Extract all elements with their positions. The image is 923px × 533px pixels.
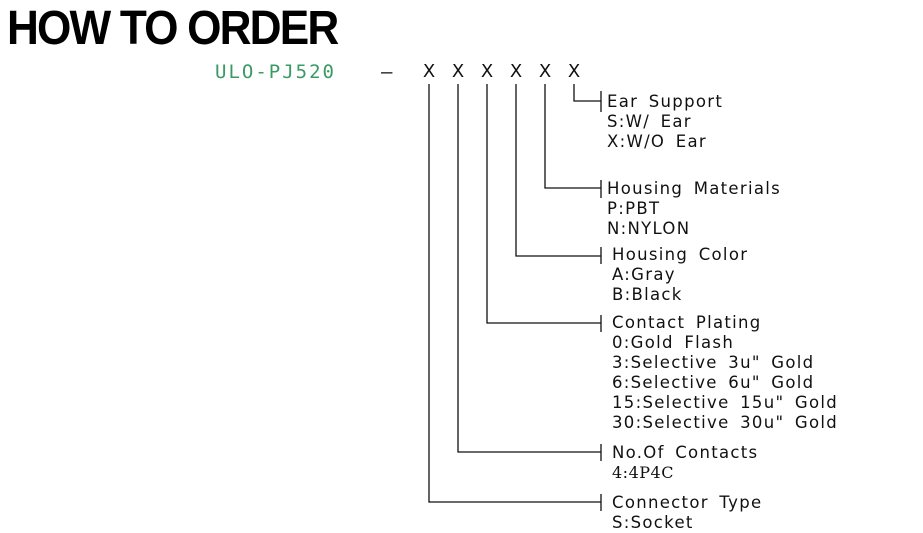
group-heading: Ear Support <box>607 92 724 111</box>
leader-line-connector-type <box>428 84 601 503</box>
option-group-no-of-contacts: No.Of Contacts 4:4P4C <box>612 443 758 483</box>
leader-line-ear-support <box>573 84 602 112</box>
option-item: 0:Gold Flash <box>612 333 735 352</box>
option-group-ear-support: Ear Support S:W/ Ear X:W/O Ear <box>607 92 723 152</box>
part-number-separator: — <box>381 61 393 83</box>
option-item: 15:Selective 15u" Gold <box>612 393 839 412</box>
code-slot-housing-color: X <box>509 61 523 82</box>
option-item: 6:Selective 6u" Gold <box>612 373 815 392</box>
code-slot-housing-materials: X <box>538 61 552 82</box>
option-item: S:W/ Ear <box>607 112 692 131</box>
page-title: HOW TO ORDER <box>7 2 339 55</box>
leader-line-contact-plating <box>486 84 601 324</box>
option-item: 4:4P4C <box>612 463 674 482</box>
option-group-contact-plating: Contact Plating 0:Gold Flash 3:Selective… <box>612 313 838 433</box>
option-item: X:W/O Ear <box>607 132 707 151</box>
leader-line-housing-materials <box>544 84 601 189</box>
option-item: A:Gray <box>612 265 676 284</box>
group-heading: Housing Color <box>612 245 749 264</box>
group-heading: No.Of Contacts <box>612 443 759 462</box>
option-item: 3:Selective 3u" Gold <box>612 353 815 372</box>
option-item: S:Socket <box>612 513 694 532</box>
code-slot-ear-support: X <box>567 61 581 82</box>
option-item: B:Black <box>612 285 683 304</box>
group-heading: Contact Plating <box>612 313 762 332</box>
option-item: N:NYLON <box>607 219 691 238</box>
leader-line-no-of-contacts <box>457 84 601 453</box>
code-slot-connector-type: X <box>422 61 436 82</box>
part-number-prefix: ULO-PJ520 <box>215 61 336 83</box>
code-slot-contact-plating: X <box>480 61 494 82</box>
group-heading: Connector Type <box>612 493 763 512</box>
option-group-housing-materials: Housing Materials P:PBT N:NYLON <box>607 179 781 239</box>
option-item: P:PBT <box>607 199 661 218</box>
option-group-connector-type: Connector Type S:Socket <box>612 493 762 533</box>
group-heading: Housing Materials <box>607 179 782 198</box>
option-group-housing-color: Housing Color A:Gray B:Black <box>612 245 748 305</box>
leader-line-housing-color <box>515 84 601 257</box>
code-slot-no-of-contacts: X <box>451 61 465 82</box>
option-item: 30:Selective 30u" Gold <box>612 413 839 432</box>
